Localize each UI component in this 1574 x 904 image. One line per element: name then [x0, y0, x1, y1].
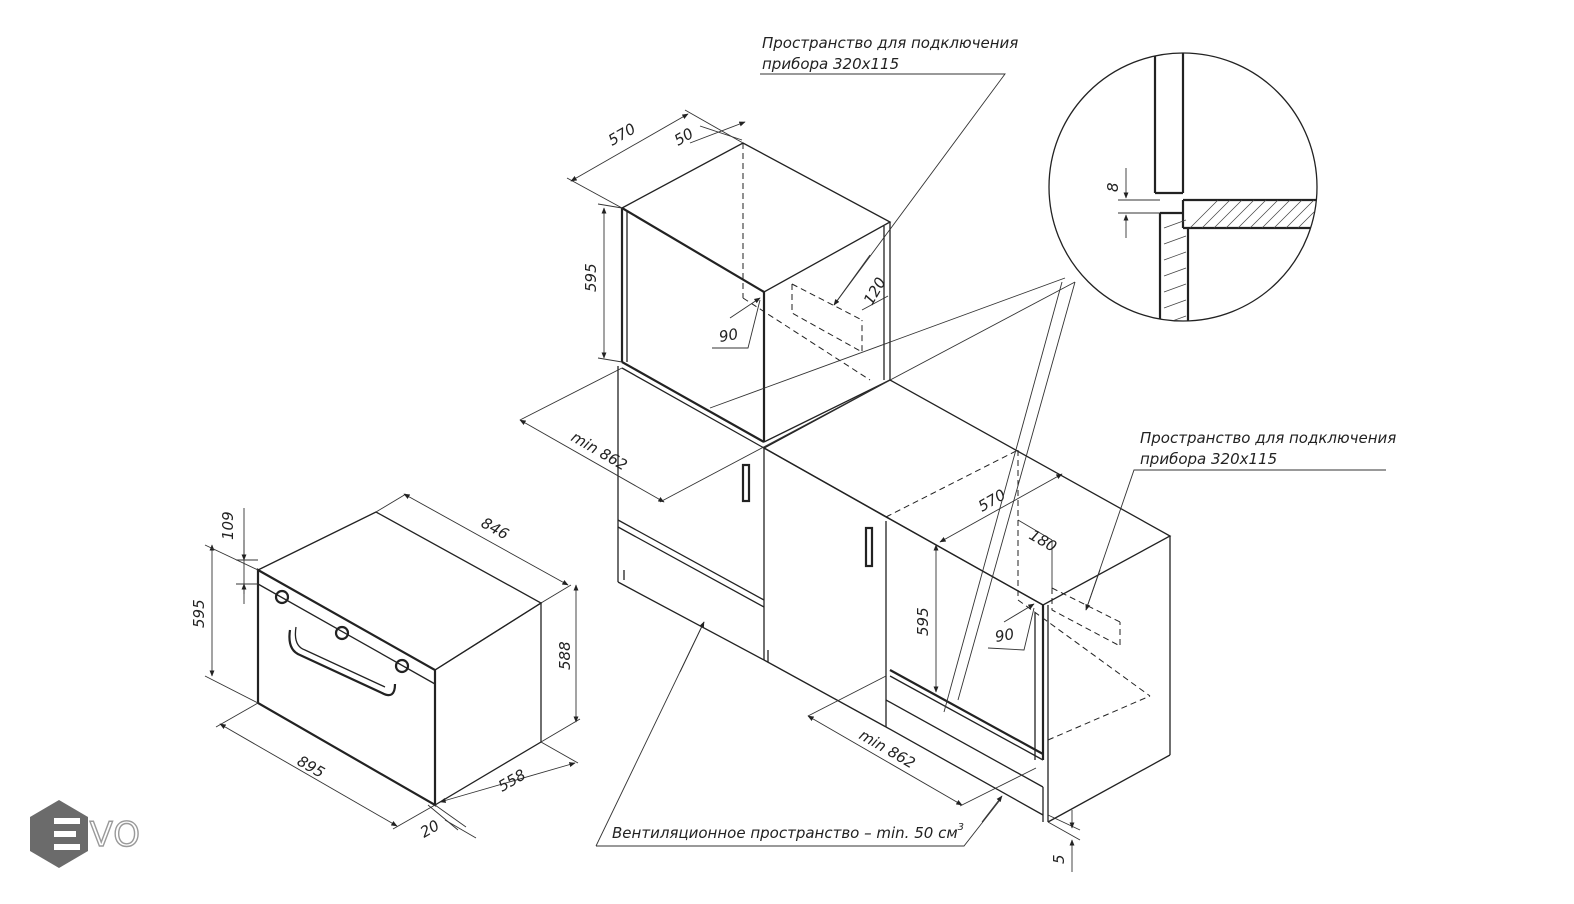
dim-lower-niche-depth: 570	[975, 486, 1009, 516]
cabinet-dimensions: 570 50 595 120 90 min 862 570 180 595 90…	[519, 109, 1081, 872]
dim-bottom-gap: 5	[1050, 854, 1068, 864]
note-connection-right-line1: Пространство для подключения	[1140, 429, 1396, 447]
oven-side-face	[434, 601, 542, 807]
counter-top	[762, 379, 1172, 606]
oven-knob-1	[274, 589, 290, 605]
dim-oven-top-band: 109	[219, 511, 237, 540]
dim-oven-width: 895	[294, 752, 328, 782]
note-connection-right-line2: прибора 320х115	[1140, 450, 1277, 468]
upper-niche-top	[620, 142, 892, 293]
dim-oven-height: 595	[190, 599, 208, 628]
cabinet-drawing	[617, 142, 1172, 823]
oven-front-face	[256, 568, 437, 807]
dim-oven-depth: 558	[495, 766, 529, 796]
oven-handle	[288, 629, 397, 697]
detail-view: 8	[1048, 52, 1318, 322]
note-connection-top-line1: Пространство для подключения	[762, 34, 1018, 52]
upper-cabinet-handle	[741, 463, 751, 503]
dim-oven-depth-top: 846	[478, 514, 512, 544]
oven-knob-3	[394, 658, 410, 674]
brand-logo: EVO	[30, 800, 141, 868]
dim-oven-body-height: 588	[556, 641, 574, 670]
note-connection-top-line2: прибора 320х115	[762, 55, 899, 73]
oven-drawing: 109 595 846 588 895 558 20	[190, 493, 581, 841]
middle-cabinet-handle	[864, 526, 874, 568]
dim-upper-niche-height: 595	[582, 263, 600, 292]
dim-detail-gap: 8	[1104, 182, 1122, 192]
dim-oven-panel: 20	[417, 816, 443, 841]
dim-upper-angle: 90	[718, 325, 740, 346]
oven-knob-2	[334, 625, 350, 641]
dim-lower-conn-offset: 180	[1026, 526, 1060, 556]
dim-upper-min-width: min 862	[568, 428, 630, 474]
dim-lower-niche-height: 595	[914, 607, 932, 636]
dim-upper-conn-offset: 120	[860, 274, 890, 308]
dim-upper-gap: 50	[671, 124, 697, 149]
annotation-notes: Пространство для подключения прибора 320…	[595, 34, 1396, 847]
dim-lower-angle: 90	[994, 625, 1016, 646]
logo-text: EVO	[88, 815, 141, 855]
note-ventilation: Вентиляционное пространство – min. 50 см…	[612, 822, 964, 842]
